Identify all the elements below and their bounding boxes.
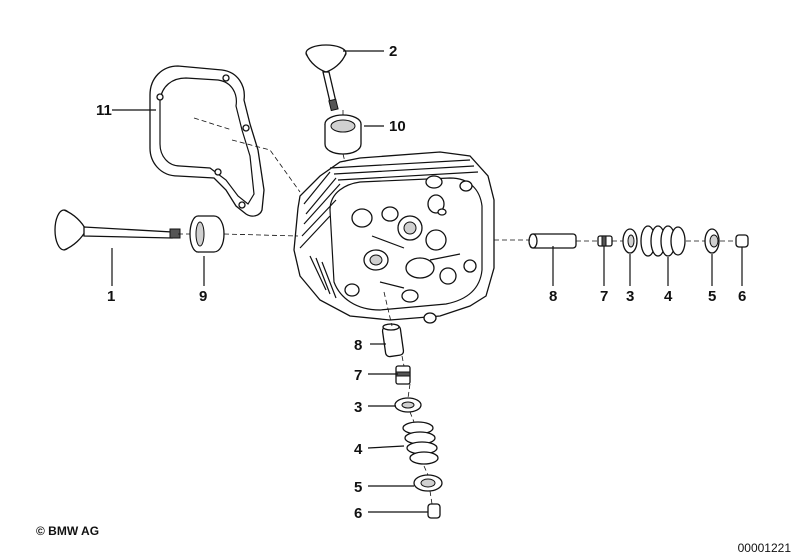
callout-4-bottom: 4 <box>354 441 363 458</box>
spring-retainer-right-part <box>704 228 720 254</box>
valve-seat-ring-top-part <box>324 114 362 155</box>
gasket-part <box>149 65 265 217</box>
callout-5-bottom: 5 <box>354 479 362 496</box>
document-number: 00001221 <box>737 541 791 555</box>
valve-spring-bottom-part <box>402 421 439 465</box>
valve-seat-ring-left-part <box>189 215 225 253</box>
callout-1: 1 <box>107 288 115 305</box>
callout-3-bottom: 3 <box>354 399 362 416</box>
callout-3-right: 3 <box>626 288 634 305</box>
callout-6-bottom: 6 <box>354 505 362 522</box>
callout-5-right: 5 <box>708 288 716 305</box>
cylinder-head-part <box>293 151 495 324</box>
callout-2: 2 <box>389 43 397 60</box>
valve-guide-right-part <box>528 233 577 249</box>
valve-stem-seal-bottom-part <box>395 365 411 385</box>
callout-8-right: 8 <box>549 288 557 305</box>
callout-9: 9 <box>199 288 207 305</box>
valve-guide-bottom-part <box>381 323 405 358</box>
callout-7-bottom: 7 <box>354 367 362 384</box>
valve-cotter-right-part <box>735 234 749 248</box>
valve-spring-right-part <box>640 225 686 257</box>
spring-plate-lower-bottom-part <box>394 397 422 413</box>
spring-plate-lower-right-part <box>622 228 638 254</box>
valve-cotter-bottom-part <box>427 503 441 519</box>
valve-top-part <box>305 44 347 112</box>
valve-stem-seal-right-part <box>597 235 613 247</box>
callout-8-bottom: 8 <box>354 337 362 354</box>
callout-7-right: 7 <box>600 288 608 305</box>
callout-10: 10 <box>389 118 406 135</box>
callout-4-right: 4 <box>664 288 673 305</box>
spring-retainer-bottom-part <box>413 474 443 492</box>
callout-11: 11 <box>96 102 112 119</box>
copyright-notice: © BMW AG <box>36 524 100 538</box>
callout-6-right: 6 <box>738 288 746 305</box>
valve-left-part <box>54 209 181 251</box>
